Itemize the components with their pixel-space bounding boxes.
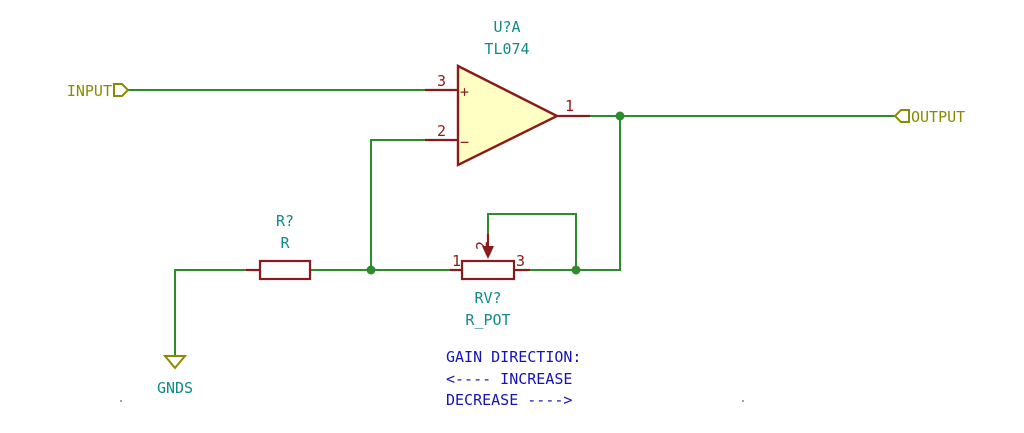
opamp-pin-noninverting-label: 3: [437, 72, 446, 90]
sheet-dot-left: [120, 400, 122, 402]
opamp-reference: U?A: [493, 18, 520, 36]
opamp-value: TL074: [484, 40, 529, 58]
potentiometer-symbol[interactable]: 1 3 2: [450, 234, 530, 281]
wire-feedback-to-inverting: [370, 139, 458, 270]
pot-pin-2-label: 2: [473, 241, 491, 250]
ground-triangle-icon: [162, 355, 188, 370]
opamp-triangle: [456, 64, 560, 167]
gain-direction-note: GAIN DIRECTION: <---- INCREASE DECREASE …: [446, 348, 581, 409]
resistor-reference: R?: [276, 212, 294, 230]
pot-body: [460, 259, 516, 281]
ground-symbol[interactable]: [162, 355, 188, 370]
pot-wiper-arrow-icon: [482, 246, 494, 259]
note-line-2: <---- INCREASE: [446, 370, 572, 388]
ground-label: GNDS: [157, 379, 193, 397]
pot-reference: RV?: [474, 289, 501, 307]
pot-pin-1-label: 1: [452, 252, 461, 270]
input-port-flag-icon: [113, 83, 130, 97]
wire-wiper-loop: [487, 213, 577, 270]
resistor-symbol[interactable]: [246, 259, 312, 281]
opamp-pin-inverting-label: 2: [437, 122, 446, 140]
opamp-minus-sign: −: [460, 133, 469, 151]
input-port[interactable]: INPUT: [67, 82, 130, 100]
opamp-plus-sign: +: [460, 83, 469, 101]
note-line-3: DECREASE ---->: [446, 391, 572, 409]
wire-ground: [174, 269, 260, 356]
note-line-1: GAIN DIRECTION:: [446, 348, 581, 366]
output-port-flag-icon: [893, 109, 910, 123]
junction-wiper: [571, 265, 581, 275]
junction-output: [615, 111, 625, 121]
wire-output-to-feedback: [576, 116, 621, 271]
output-port[interactable]: OUTPUT: [893, 108, 965, 126]
sheet-dot-right: [742, 400, 744, 402]
pot-pin-3-label: 3: [516, 252, 525, 270]
resistor-body: [258, 259, 312, 281]
junction-inverting: [366, 265, 376, 275]
pot-value: R_POT: [465, 311, 510, 329]
opamp-symbol[interactable]: + − 3 2 1: [425, 64, 590, 167]
input-port-label: INPUT: [67, 82, 112, 100]
resistor-value: R: [280, 234, 290, 252]
opamp-pin-output-label: 1: [565, 97, 574, 115]
output-port-label: OUTPUT: [911, 108, 965, 126]
